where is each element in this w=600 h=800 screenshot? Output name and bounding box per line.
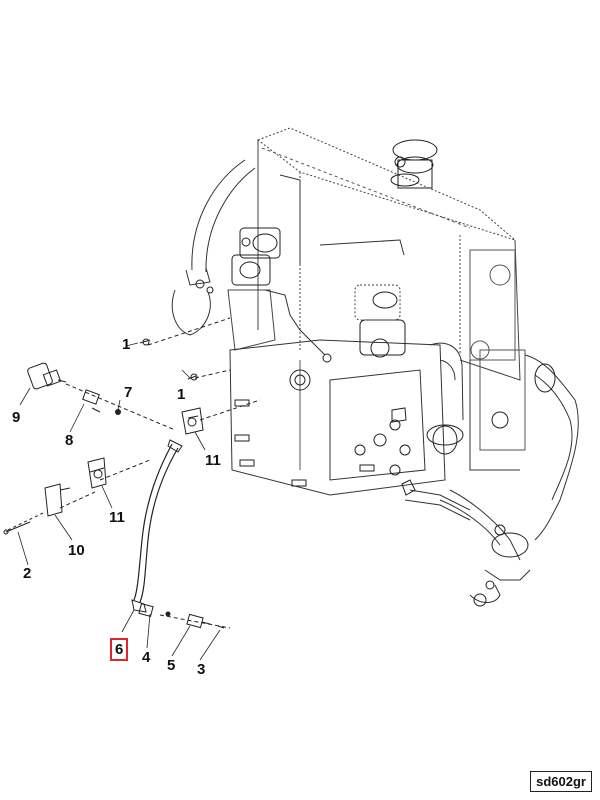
- diagram-reference-code: sd602gr: [530, 771, 592, 792]
- thermostat-housing: [227, 227, 281, 351]
- callout-9: 9: [12, 409, 21, 426]
- hose-part-6: [131, 439, 183, 613]
- assembly-line: [65, 383, 176, 431]
- callout-5: 5: [167, 657, 176, 674]
- callout-4: 4: [142, 649, 151, 666]
- callout-1b: 1: [177, 386, 186, 403]
- coolant-hose-right: [426, 342, 579, 607]
- cap-part-3: [217, 625, 225, 629]
- engine-housing-assembly: [171, 127, 579, 607]
- washer-part-7: [115, 409, 121, 415]
- bolt-part-1a: [139, 338, 151, 346]
- leader-lines: [17, 342, 221, 661]
- callout-1a: 1: [122, 336, 131, 353]
- callout-11b: 11: [109, 509, 125, 526]
- callout-10: 10: [68, 542, 85, 559]
- bolt-part-1b: [187, 373, 198, 381]
- callout-3: 3: [197, 661, 206, 678]
- fitting-part-4: [138, 603, 171, 617]
- clamp-part-11b: [87, 457, 107, 489]
- callout-2: 2: [23, 565, 32, 582]
- filler-cap: [390, 139, 438, 189]
- sensor-part-9: [27, 362, 67, 390]
- clamp-part-11a: [181, 407, 204, 435]
- callout-6-highlighted[interactable]: 6: [110, 638, 129, 661]
- callout-7: 7: [124, 384, 133, 401]
- screw-part-2: [3, 521, 31, 535]
- adapter-part-5: [186, 613, 211, 629]
- bracket-part-10: [44, 483, 71, 517]
- callout-8: 8: [65, 432, 74, 449]
- fitting-part-8: [82, 389, 101, 413]
- engine-block: [229, 284, 446, 496]
- callout-11a: 11: [205, 452, 221, 469]
